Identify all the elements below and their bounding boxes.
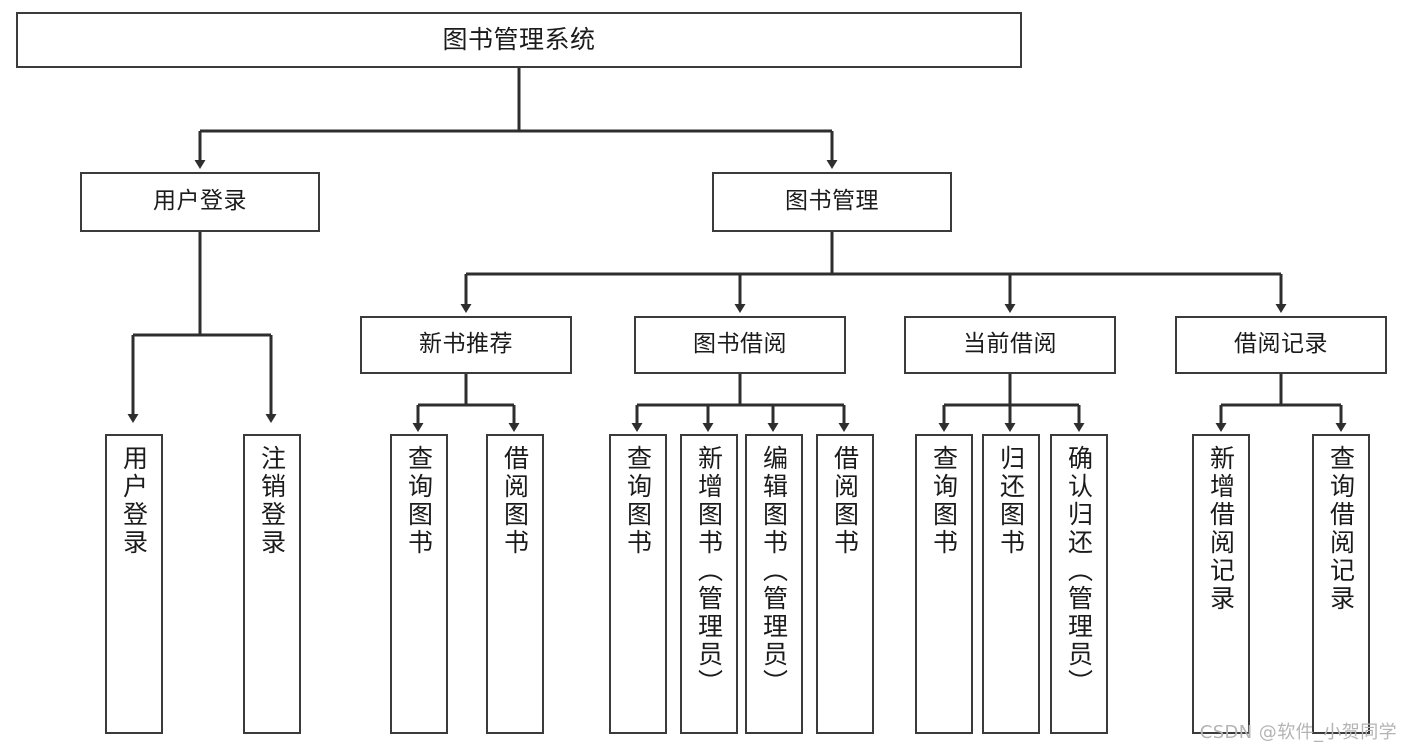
node-label: 当前借阅	[963, 331, 1057, 358]
leaf-logout-login[interactable]: 注销登录	[243, 434, 301, 734]
node-label: 注销登录	[257, 445, 287, 557]
node-label: 图书管理系统	[442, 25, 596, 54]
node-label: 归还图书	[996, 445, 1026, 557]
node-label: 确认归还（管理员）	[1064, 445, 1094, 697]
node-label: 新增借阅记录	[1206, 445, 1236, 613]
leaf-add-book[interactable]: 新增图书（管理员）	[680, 434, 738, 734]
leaf-query-book-recommend[interactable]: 查询图书	[390, 434, 448, 734]
node-label: 借阅记录	[1234, 331, 1328, 358]
leaf-return-book[interactable]: 归还图书	[982, 434, 1040, 734]
node-label: 查询借阅记录	[1326, 445, 1356, 613]
node-label: 查询图书	[929, 445, 959, 557]
leaf-query-borrow-record[interactable]: 查询借阅记录	[1312, 434, 1370, 734]
node-book-management[interactable]: 图书管理	[712, 172, 952, 232]
node-label: 用户登录	[153, 188, 247, 215]
leaf-user-login[interactable]: 用户登录	[105, 434, 163, 734]
node-label: 编辑图书（管理员）	[759, 445, 789, 697]
node-new-book-recommend[interactable]: 新书推荐	[360, 316, 572, 374]
node-user-login[interactable]: 用户登录	[80, 172, 320, 232]
leaf-query-book-borrow[interactable]: 查询图书	[609, 434, 667, 734]
leaf-borrow-book[interactable]: 借阅图书	[816, 434, 874, 734]
node-label: 查询图书	[623, 445, 653, 557]
node-borrow-record[interactable]: 借阅记录	[1175, 316, 1387, 374]
node-label: 图书借阅	[693, 331, 787, 358]
leaf-confirm-return[interactable]: 确认归还（管理员）	[1050, 434, 1108, 734]
node-label: 图书管理	[785, 188, 879, 215]
node-label: 新书推荐	[419, 331, 513, 358]
node-label: 借阅图书	[500, 445, 530, 557]
node-root-book-management-system[interactable]: 图书管理系统	[16, 12, 1022, 68]
watermark-text: CSDN @软件_小贺同学	[1199, 722, 1397, 743]
node-label: 用户登录	[119, 445, 149, 557]
leaf-edit-book[interactable]: 编辑图书（管理员）	[745, 434, 803, 734]
node-label: 新增图书（管理员）	[694, 445, 724, 697]
node-current-borrow[interactable]: 当前借阅	[904, 316, 1116, 374]
node-label: 借阅图书	[830, 445, 860, 557]
leaf-query-book-current[interactable]: 查询图书	[915, 434, 973, 734]
node-book-borrow[interactable]: 图书借阅	[634, 316, 846, 374]
node-label: 查询图书	[404, 445, 434, 557]
leaf-add-borrow-record[interactable]: 新增借阅记录	[1192, 434, 1250, 734]
leaf-borrow-book-recommend[interactable]: 借阅图书	[486, 434, 544, 734]
